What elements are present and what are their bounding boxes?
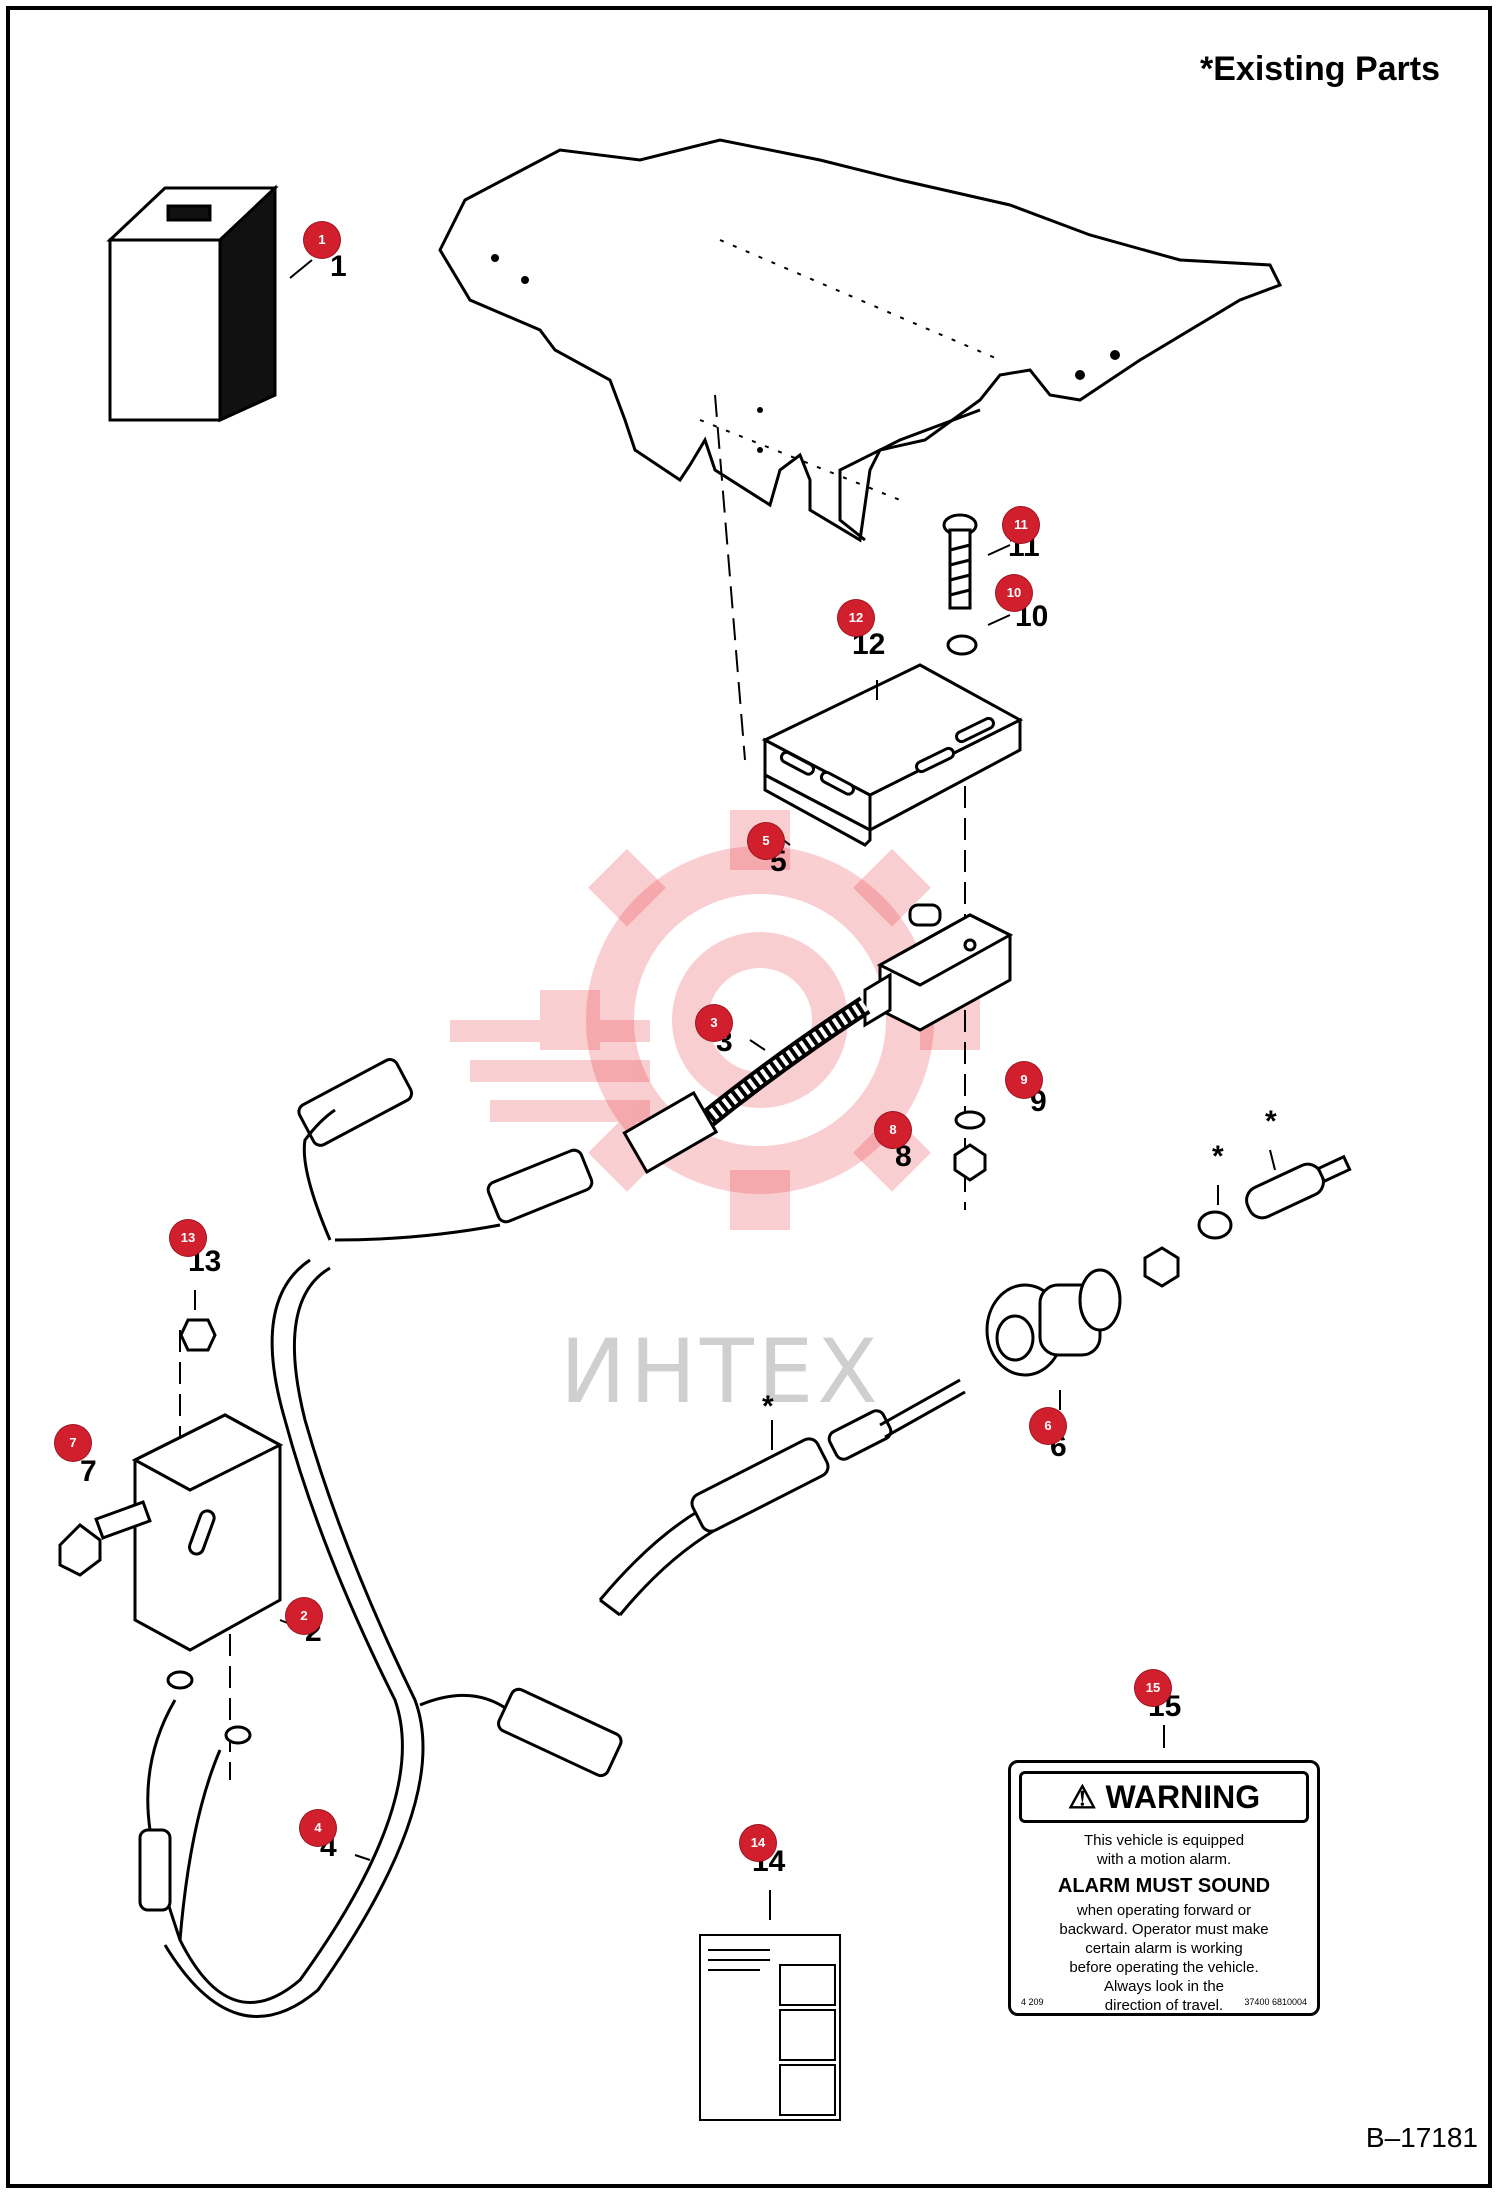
plate-holes — [491, 254, 1120, 453]
part-14-manual — [699, 1934, 841, 2121]
callout-number-1: 1 — [330, 250, 347, 283]
warning-heading: WARNING — [1105, 1779, 1261, 1815]
callout-badge-14[interactable]: 14 — [740, 1825, 776, 1861]
ring-terminals — [138, 1670, 252, 1912]
warning-footer: 4 209 37400 6810004 — [1021, 1997, 1307, 2007]
warning-foot-right: 37400 6810004 — [1244, 1997, 1307, 2007]
warning-line-5: certain alarm is working — [1085, 1940, 1243, 1957]
warning-decal: ⚠ WARNING This vehicle is equipped with … — [1008, 1760, 1320, 2016]
part-6-bushing — [985, 1268, 1122, 1377]
part-13-nut — [179, 1318, 217, 1352]
part-2-alarm-bracket — [131, 1413, 284, 1652]
part-4-wire-harness — [146, 1108, 522, 2018]
leader-1 — [289, 259, 313, 279]
callout-badge-1[interactable]: 1 — [304, 222, 340, 258]
warning-line-3: when operating forward or — [1076, 1902, 1252, 1919]
callout-badge-9[interactable]: 9 — [1006, 1062, 1042, 1098]
warning-line-1: This vehicle is equipped — [1083, 1832, 1245, 1849]
warning-line-2: with a motion alarm. — [1096, 1851, 1232, 1868]
callout-badge-8[interactable]: 8 — [875, 1112, 911, 1148]
lock-washer — [1197, 1210, 1233, 1240]
control-cable — [598, 1508, 716, 1617]
existing-part-marker: * — [1212, 1140, 1224, 1173]
callout-badge-13[interactable]: 13 — [170, 1220, 206, 1256]
connector-lower — [497, 1687, 623, 1778]
callout-leaders — [194, 544, 1276, 1920]
part-7-bolt — [58, 1500, 152, 1577]
existing-part-marker: * — [762, 1390, 774, 1423]
watermark-text: ИНТЕХ — [560, 1320, 882, 1423]
cable-end-fitting — [690, 1378, 966, 1533]
callout-badge-10[interactable]: 10 — [996, 575, 1032, 611]
callout-badge-5[interactable]: 5 — [748, 823, 784, 859]
part-5-bracket — [761, 663, 1024, 847]
warning-triangle-icon: ⚠ — [1067, 1779, 1097, 1815]
callout-badge-11[interactable]: 11 — [1003, 507, 1039, 543]
warning-foot-left: 4 209 — [1021, 1997, 1044, 2007]
frame-plate — [438, 138, 1283, 543]
existing-part-marker: * — [1265, 1105, 1277, 1138]
document-number: B–17181 — [1365, 2122, 1478, 2153]
callout-badge-6[interactable]: 6 — [1030, 1408, 1066, 1444]
callout-badge-7[interactable]: 7 — [55, 1425, 91, 1461]
jam-nut — [1143, 1246, 1180, 1288]
warning-emphasis: ALARM MUST SOUND — [1057, 1875, 1271, 1897]
page-title: *Existing Parts — [1200, 50, 1440, 88]
warning-line-4: backward. Operator must make — [1059, 1921, 1269, 1938]
callout-number-8: 8 — [895, 1140, 912, 1173]
part-1-box — [106, 184, 279, 423]
part-11-bolt — [942, 513, 978, 610]
ball-joint — [1245, 1154, 1352, 1220]
callout-number-7: 7 — [80, 1455, 97, 1488]
connector-pair-upper — [297, 1058, 719, 1224]
warning-line-6: before operating the vehicle. — [1069, 1959, 1259, 1976]
callout-badge-15[interactable]: 15 — [1135, 1670, 1171, 1706]
callout-badge-3[interactable]: 3 — [696, 1005, 732, 1041]
part-9-washer — [954, 1110, 986, 1130]
warning-line-8: direction of travel. — [1104, 1997, 1224, 2014]
part-8-nut — [953, 1143, 987, 1182]
callout-badge-12[interactable]: 12 — [838, 600, 874, 636]
callout-badge-4[interactable]: 4 — [300, 1810, 336, 1846]
warning-line-7: Always look in the — [1103, 1978, 1225, 1995]
part-3-motion-switch — [863, 903, 1014, 1032]
part-10-washer — [946, 634, 978, 656]
callout-badge-2[interactable]: 2 — [286, 1598, 322, 1634]
warning-header: ⚠ WARNING — [1019, 1771, 1309, 1823]
